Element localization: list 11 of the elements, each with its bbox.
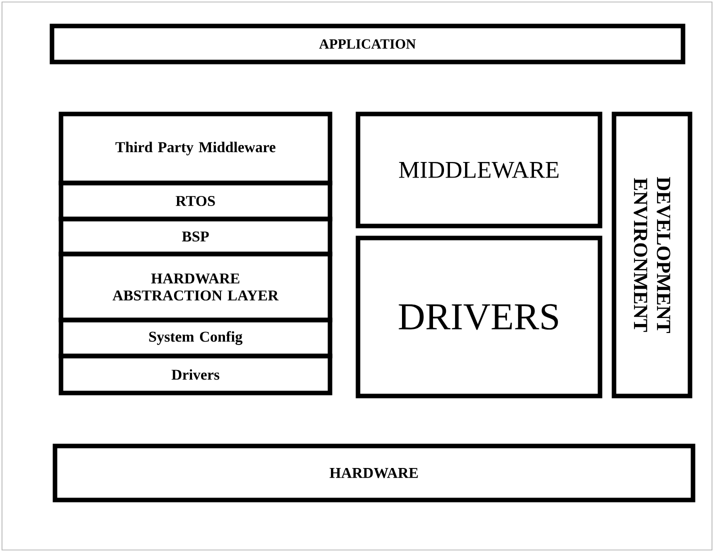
layer-box: APPLICATION [50, 24, 686, 64]
layer-box: HARDWARE ABSTRACTION LAYER [58, 252, 332, 322]
layer-box: Third Party Middleware [58, 112, 332, 186]
layer-box: DEVELOPMENT ENVIRONMENT [612, 112, 692, 398]
layer-box: Drivers [58, 354, 332, 396]
layer-box: DRIVERS [356, 236, 602, 398]
layer-box: System Config [58, 318, 332, 358]
layer-box: MIDDLEWARE [356, 112, 602, 228]
layer-box: HARDWARE [52, 444, 696, 502]
layer-box: BSP [58, 216, 332, 256]
layer-box: RTOS [58, 180, 332, 222]
